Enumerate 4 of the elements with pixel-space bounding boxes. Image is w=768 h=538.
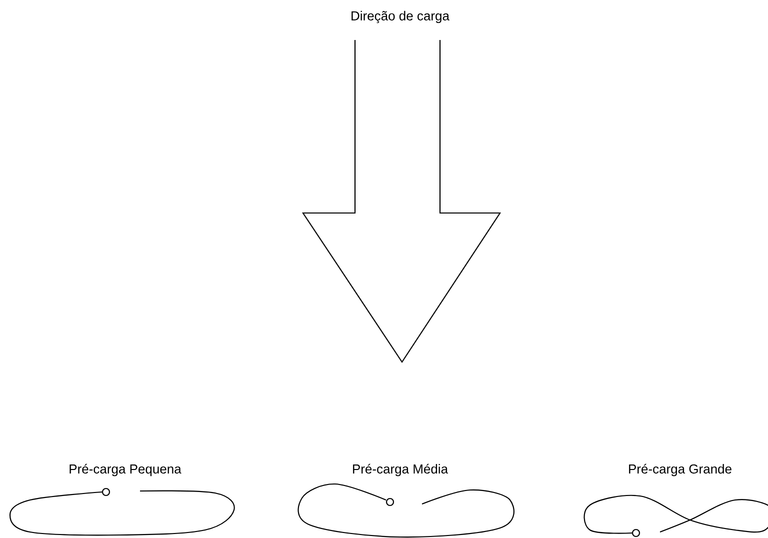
loop-caption: Pré-carga Média	[353, 464, 448, 476]
loop-caption: Pré-carga Grande	[629, 464, 732, 476]
loop-caption: Pré-carga Pequena	[70, 464, 182, 476]
heading: Direção de carga	[352, 10, 450, 24]
